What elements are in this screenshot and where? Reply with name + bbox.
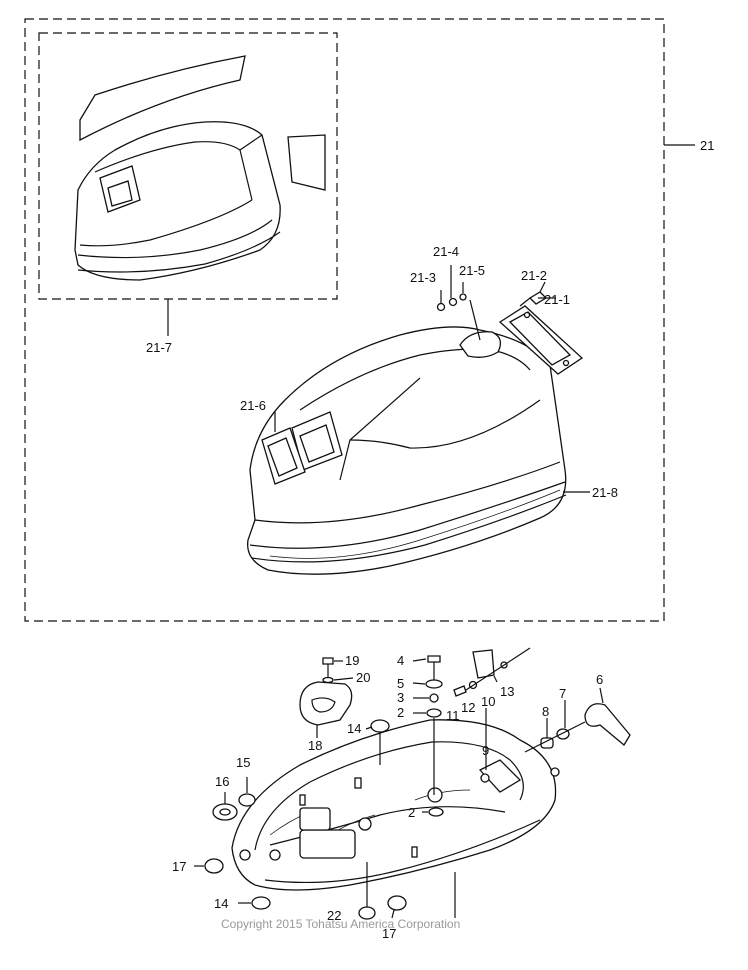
- part-3-collar: [429, 693, 439, 703]
- label-7: 7: [559, 686, 566, 701]
- part-18-bracket: [299, 681, 353, 726]
- label-18: 18: [308, 738, 322, 753]
- label-11: 11: [446, 708, 460, 723]
- label-21-4: 21-4: [433, 244, 459, 259]
- part-17-plug-bottom: [387, 895, 407, 911]
- label-21-3: 21-3: [410, 270, 436, 285]
- part-19-bolt: [322, 657, 334, 678]
- label-2-upper: 2: [397, 705, 404, 720]
- label-2-lower: 2: [408, 805, 415, 820]
- label-13: 13: [500, 684, 514, 699]
- part-6-lever: [584, 703, 631, 746]
- part-21-5: [459, 293, 467, 301]
- part-2-grommet: [426, 708, 442, 718]
- label-22: 22: [327, 908, 341, 923]
- part-2-grommet-lower: [428, 807, 444, 817]
- part-20-washer: [322, 676, 334, 684]
- label-21-8: 21-8: [592, 485, 618, 500]
- part-11-screw: [453, 685, 467, 697]
- part-4-bolt: [427, 655, 441, 663]
- label-12: 12: [461, 700, 475, 715]
- label-14-lower: 14: [214, 896, 228, 911]
- label-19: 19: [345, 653, 359, 668]
- label-8: 8: [542, 704, 549, 719]
- label-21: 21: [700, 138, 714, 153]
- part-21-3: [436, 302, 446, 312]
- label-15: 15: [236, 755, 250, 770]
- assembly-21-box: [24, 18, 665, 622]
- label-6: 6: [596, 672, 603, 687]
- label-10: 10: [481, 694, 495, 709]
- part-10-latch: [472, 649, 495, 679]
- label-9: 9: [482, 743, 489, 758]
- part-17-plug-left: [204, 858, 224, 874]
- label-21-7: 21-7: [146, 340, 172, 355]
- label-21-5: 21-5: [459, 263, 485, 278]
- assembly-21-7-box: [38, 32, 338, 300]
- bottom-cowl-pan: [231, 719, 560, 891]
- label-3: 3: [397, 690, 404, 705]
- label-17-bottom: 17: [382, 926, 396, 941]
- part-21-2: [519, 291, 548, 307]
- label-21-2: 21-2: [521, 268, 547, 283]
- part-5-washer: [425, 679, 443, 689]
- part-21-1: [498, 305, 584, 375]
- part-21-4: [448, 297, 458, 307]
- label-21-6: 21-6: [240, 398, 266, 413]
- part-15-seal: [238, 793, 256, 807]
- label-5: 5: [397, 676, 404, 691]
- label-16: 16: [215, 774, 229, 789]
- part-14-grommet: [370, 719, 390, 733]
- part-14-grommet-lower: [251, 896, 271, 910]
- label-20: 20: [356, 670, 370, 685]
- label-21-1: 21-1: [544, 292, 570, 307]
- label-4: 4: [397, 653, 404, 668]
- cowl-21-8: [247, 326, 567, 575]
- label-14-upper: 14: [347, 721, 361, 736]
- label-17-left: 17: [172, 859, 186, 874]
- cowl-21-7: [74, 55, 326, 281]
- copyright-watermark: Copyright 2015 Tohatsu America Corporati…: [221, 917, 460, 931]
